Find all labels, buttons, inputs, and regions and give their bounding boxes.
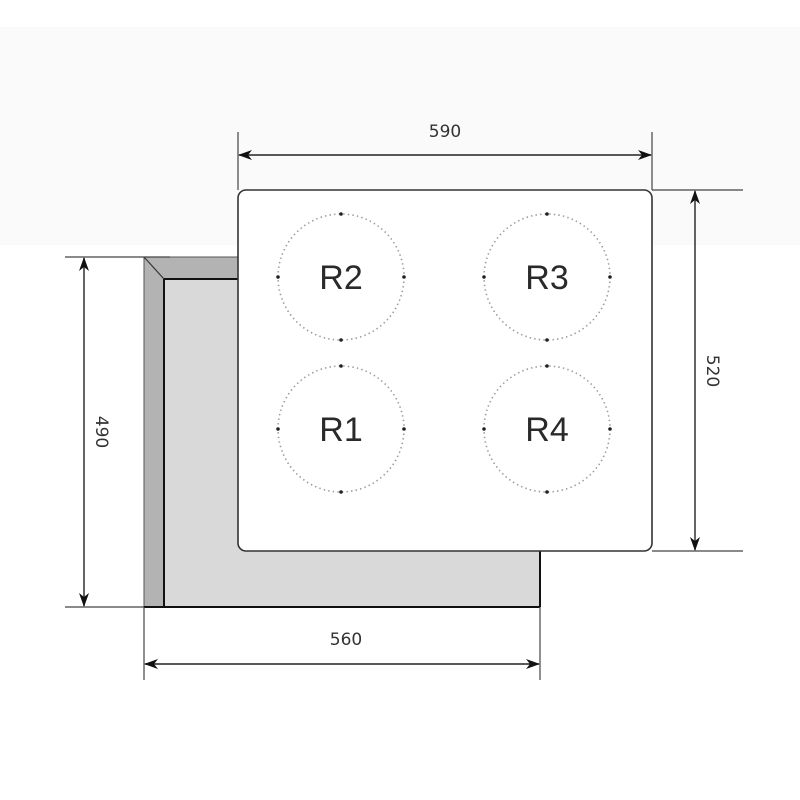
burners: R2 R3 R1 R4 — [276, 212, 612, 494]
burner-label: R3 — [525, 259, 568, 297]
dimension-hob-depth: 520 — [652, 189, 743, 552]
dimension-label: 560 — [330, 630, 362, 650]
burner-label: R1 — [319, 411, 362, 449]
burner-r2: R2 — [276, 212, 406, 342]
burner-r1: R1 — [276, 364, 406, 494]
dimension-label: 490 — [91, 416, 111, 448]
burner-label: R4 — [525, 411, 568, 449]
dimension-cutout-width: 560 — [143, 607, 541, 680]
burner-r4: R4 — [482, 364, 612, 494]
burner-r3: R3 — [482, 212, 612, 342]
dimension-hob-width: 590 — [237, 122, 653, 190]
burner-label: R2 — [319, 259, 362, 297]
hob-top — [237, 189, 653, 552]
dimension-label: 590 — [429, 122, 461, 142]
dimension-cutout-depth: 490 — [65, 256, 170, 608]
dimension-label: 520 — [702, 355, 722, 387]
